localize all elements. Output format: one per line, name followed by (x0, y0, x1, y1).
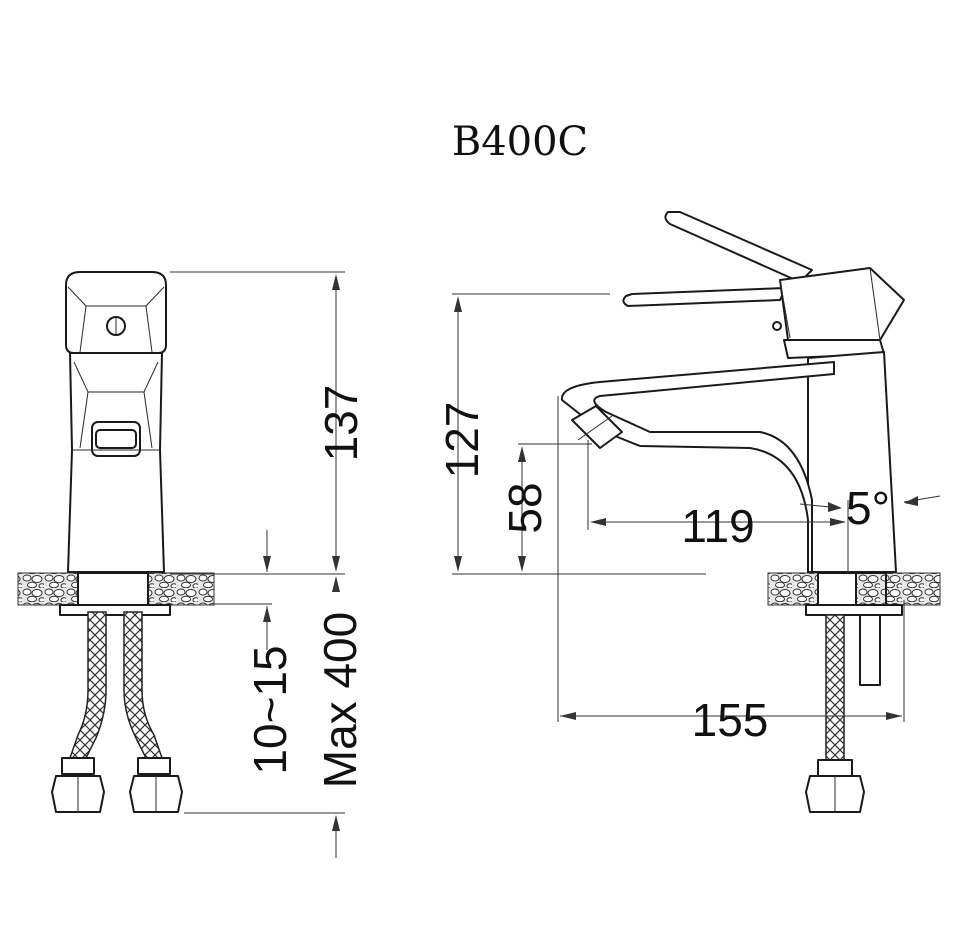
hose-right (123, 611, 164, 759)
side-view (560, 211, 941, 813)
dimension-depth-total: 155 (692, 694, 769, 746)
dimension-height-side: 127 (436, 402, 488, 479)
dimension-deck-thickness: 10~15 (244, 645, 296, 774)
side-dimensions (452, 293, 941, 722)
front-dimensions (170, 271, 345, 858)
dimension-spout-height: 58 (499, 482, 551, 533)
model-title: B400C (452, 119, 588, 165)
hose-side (825, 614, 845, 761)
front-view (17, 271, 215, 813)
dimension-hose-length: Max 400 (314, 612, 366, 788)
dimension-tilt-angle: 5° (846, 482, 890, 534)
hose-left (68, 611, 107, 759)
dimension-spout-reach: 119 (681, 500, 754, 552)
dimension-height-total: 137 (315, 385, 367, 462)
